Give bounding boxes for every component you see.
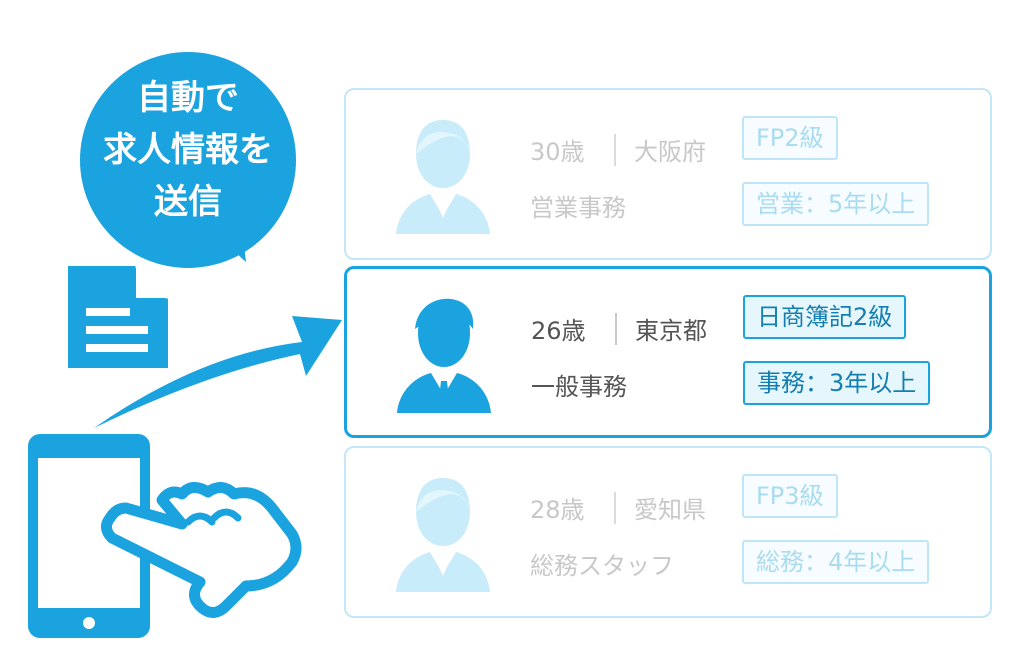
bubble-line: 求人情報を	[103, 130, 273, 170]
profile-prefecture: 愛知県	[634, 496, 706, 524]
qualification-badge: 日商簿記2級	[743, 295, 907, 339]
bubble-line: 送信	[154, 182, 222, 222]
divider	[615, 313, 617, 345]
qualification-badge: FP2級	[742, 116, 838, 160]
person-icon	[397, 298, 491, 413]
profile-job: 総務スタッフ	[530, 552, 674, 580]
profile-card[interactable]: 30歳 大阪府 営業事務 FP2級 営業：5年以上	[344, 88, 992, 260]
smartphone-icon	[28, 434, 150, 638]
speech-bubble	[80, 52, 296, 268]
divider	[614, 492, 616, 524]
experience-badge: 営業：5年以上	[742, 182, 930, 226]
pointing-hand-icon	[101, 482, 302, 618]
profile-job: 営業事務	[530, 194, 626, 222]
divider	[614, 134, 616, 166]
profile-job: 一般事務	[531, 373, 627, 401]
experience-badge: 事務：3年以上	[743, 361, 931, 405]
profile-card[interactable]: 28歳 愛知県 総務スタッフ FP3級 総務：4年以上	[344, 446, 992, 618]
document-icon	[68, 264, 170, 368]
person-icon	[396, 120, 490, 234]
profile-prefecture: 大阪府	[634, 138, 706, 166]
qualification-badge: FP3級	[742, 474, 838, 518]
bubble-line: 自動で	[137, 78, 239, 118]
arrow-icon	[94, 316, 342, 428]
profile-card-highlighted[interactable]: 26歳 東京都 一般事務 日商簿記2級 事務：3年以上	[344, 266, 992, 438]
person-icon	[396, 478, 490, 592]
profile-age: 28歳	[530, 496, 585, 524]
experience-badge: 総務：4年以上	[742, 540, 930, 584]
profile-age: 30歳	[530, 138, 585, 166]
bubble-text: 自動で 求人情報を 送信	[72, 72, 304, 228]
profile-age: 26歳	[531, 317, 586, 345]
profile-prefecture: 東京都	[635, 317, 707, 345]
